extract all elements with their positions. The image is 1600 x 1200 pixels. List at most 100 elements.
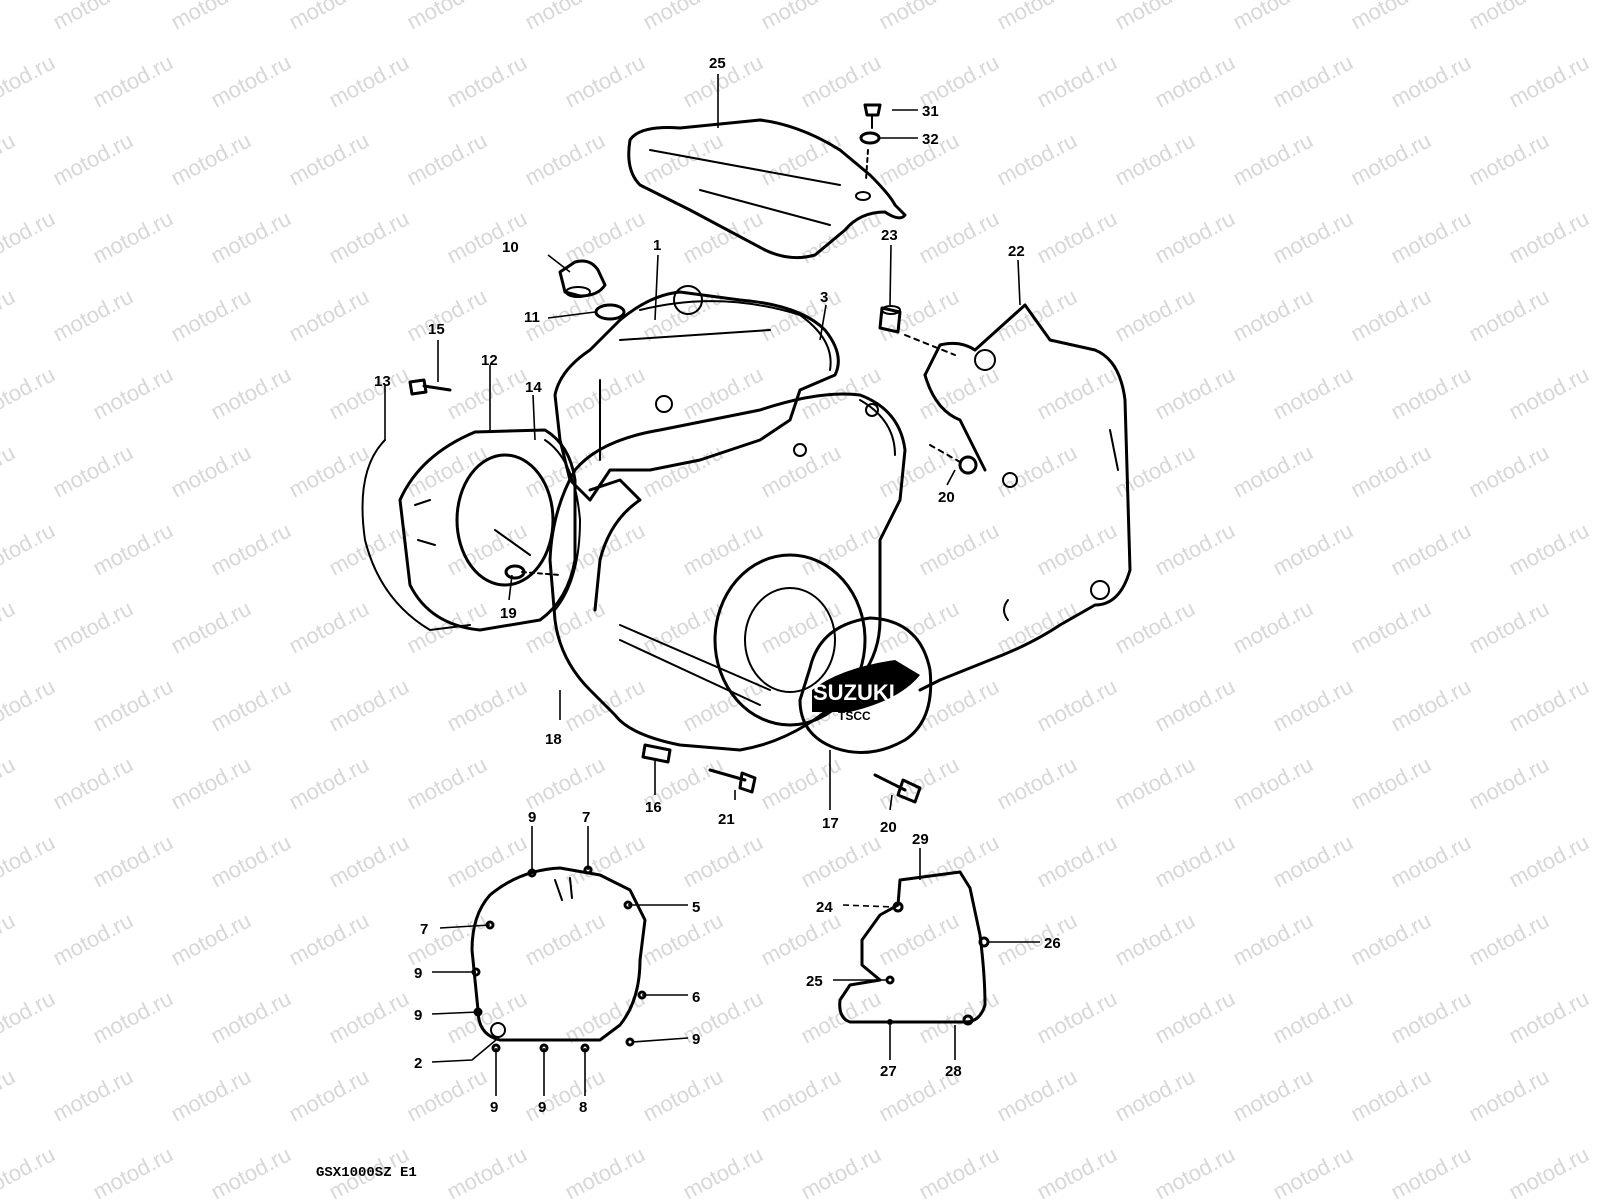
- watermark-text: motod.ru: [403, 0, 491, 34]
- callout-8: 8: [579, 1099, 587, 1116]
- callout-14: 14: [525, 379, 542, 396]
- watermark-text: motod.ru: [89, 986, 177, 1049]
- watermark-text: motod.ru: [757, 0, 845, 34]
- watermark-text: motod.ru: [1111, 0, 1199, 34]
- watermark-text: motod.ru: [521, 1064, 609, 1127]
- part-31-bolt: [863, 103, 882, 129]
- watermark-text: motod.ru: [521, 128, 609, 191]
- watermark-text: motod.ru: [285, 0, 373, 34]
- watermark-text: motod.ru: [443, 50, 531, 113]
- watermark-text: motod.ru: [1505, 518, 1593, 581]
- watermark-text: motod.ru: [1387, 986, 1475, 1049]
- watermark-text: motod.ru: [1269, 206, 1357, 269]
- watermark-text: motod.ru: [285, 284, 373, 347]
- watermark-text: motod.ru: [875, 284, 963, 347]
- part-23-right-cover: [918, 303, 1132, 692]
- watermark-text: motod.ru: [167, 440, 255, 503]
- watermark-text: motod.ru: [561, 362, 649, 425]
- watermark-text: motod.ru: [993, 440, 1081, 503]
- watermark-text: motod.ru: [207, 362, 295, 425]
- watermark-text: motod.ru: [0, 908, 19, 971]
- watermark-text: motod.ru: [49, 596, 137, 659]
- callout-16: 16: [645, 799, 662, 816]
- watermark-text: motod.ru: [0, 362, 59, 425]
- watermark-text: motod.ru: [1033, 1142, 1121, 1200]
- watermark-text: motod.ru: [1387, 362, 1475, 425]
- watermark-text: motod.ru: [1347, 0, 1435, 34]
- watermark-text: motod.ru: [1347, 1064, 1435, 1127]
- callout-20: 20: [880, 819, 897, 836]
- watermark-text: motod.ru: [1151, 518, 1239, 581]
- watermark-text: motod.ru: [89, 1142, 177, 1200]
- watermark-text: motod.ru: [89, 518, 177, 581]
- watermark-text: motod.ru: [1151, 986, 1239, 1049]
- callout-26: 26: [1044, 935, 1061, 952]
- callout-9-left-b: 9: [414, 1007, 422, 1024]
- watermark-text: motod.ru: [1505, 674, 1593, 737]
- watermark-text: motod.ru: [1229, 596, 1317, 659]
- watermark-text: motod.ru: [1347, 596, 1435, 659]
- watermark-text: motod.ru: [757, 596, 845, 659]
- part-10-filler-cap: [558, 259, 607, 298]
- watermark-text: motod.ru: [1269, 50, 1357, 113]
- callout-2: 2: [414, 1055, 422, 1072]
- part-1-cover-body: [553, 285, 840, 502]
- watermark-text: motod.ru: [49, 908, 137, 971]
- watermark-text: motod.ru: [167, 908, 255, 971]
- watermark-text: motod.ru: [521, 908, 609, 971]
- watermark-text: motod.ru: [521, 0, 609, 34]
- watermark-text: motod.ru: [49, 752, 137, 815]
- watermark-text: motod.ru: [639, 128, 727, 191]
- part-16-dowel: [641, 743, 672, 764]
- watermark-text: motod.ru: [0, 674, 59, 737]
- part-21-bolt: [929, 444, 978, 475]
- watermark-text: motod.ru: [639, 908, 727, 971]
- callout-9-right: 9: [692, 1031, 700, 1048]
- watermark-text: motod.ru: [679, 1142, 767, 1200]
- watermark-text: motod.ru: [49, 128, 137, 191]
- watermark-text: motod.ru: [1505, 1142, 1593, 1200]
- watermark-text: motod.ru: [0, 1064, 19, 1127]
- watermark-text: motod.ru: [49, 284, 137, 347]
- watermark-text: motod.ru: [915, 986, 1003, 1049]
- callout-15: 15: [428, 321, 445, 338]
- badge-sub: TSCC: [838, 709, 871, 723]
- watermark-text: motod.ru: [797, 50, 885, 113]
- watermark-text: motod.ru: [1111, 1064, 1199, 1127]
- watermark-text: motod.ru: [993, 752, 1081, 815]
- leader-lines: [384, 74, 1040, 1096]
- watermark-text: motod.ru: [561, 1142, 649, 1200]
- callout-9-left-a: 9: [414, 965, 422, 982]
- watermark-text: motod.ru: [757, 128, 845, 191]
- watermark-text: motod.ru: [875, 128, 963, 191]
- part-13-gasket: [361, 439, 471, 632]
- watermark-text: motod.ru: [285, 908, 373, 971]
- watermark-text: motod.ru: [1269, 830, 1357, 893]
- callout-28: 28: [945, 1063, 962, 1080]
- part-18-cover-assembly: [548, 392, 907, 752]
- callout-18: 18: [545, 731, 562, 748]
- watermark-text: motod.ru: [561, 206, 649, 269]
- callout-9-bot-a: 9: [490, 1099, 498, 1116]
- callout-17: 17: [822, 815, 839, 832]
- part-14-gasket: [544, 439, 582, 611]
- callout-21: 20: [938, 489, 955, 506]
- watermark-text: motod.ru: [1387, 674, 1475, 737]
- callout-5: 5: [692, 899, 700, 916]
- watermark-text: motod.ru: [1229, 0, 1317, 34]
- watermark-text: motod.ru: [49, 440, 137, 503]
- watermark-text: motod.ru: [89, 830, 177, 893]
- watermark-text: motod.ru: [797, 1142, 885, 1200]
- watermark-text: motod.ru: [443, 362, 531, 425]
- part-20-bolt: [873, 773, 922, 804]
- callout-29: 29: [912, 831, 929, 848]
- watermark-text: motod.ru: [1465, 1064, 1553, 1127]
- watermark-text: motod.ru: [639, 0, 727, 34]
- watermark-text: motod.ru: [797, 986, 885, 1049]
- watermark-text: motod.ru: [285, 596, 373, 659]
- callout-13: 13: [374, 373, 391, 390]
- callout-9-top: 9: [528, 809, 536, 826]
- watermark-text: motod.ru: [0, 440, 19, 503]
- watermark-text: motod.ru: [1111, 284, 1199, 347]
- watermark-text: motod.ru: [1111, 596, 1199, 659]
